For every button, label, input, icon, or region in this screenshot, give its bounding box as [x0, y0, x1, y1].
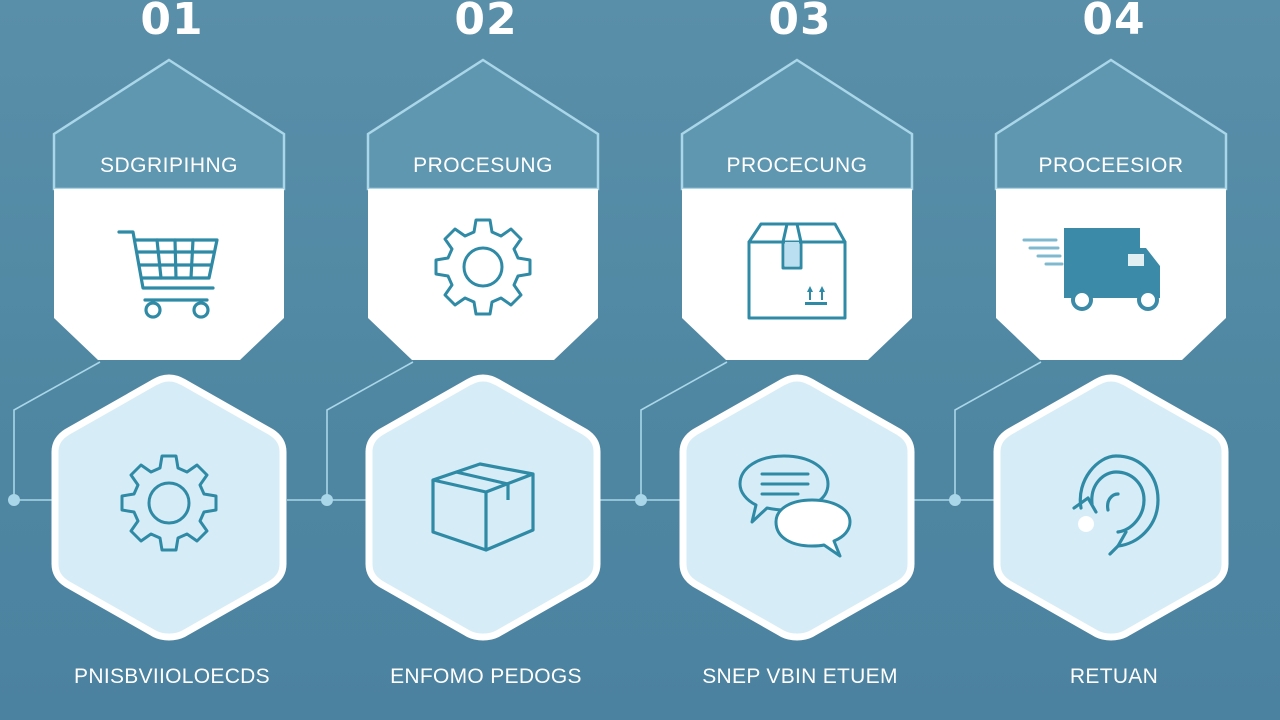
step-hexagon: [991, 370, 1231, 646]
timeline-dot: [949, 494, 961, 506]
card-shape: [680, 58, 914, 360]
card-title: PROCEESIOR: [1038, 154, 1184, 177]
chat-bubbles-icon: [738, 454, 852, 558]
gear-icon: [120, 454, 218, 552]
step-2: 02 PROCESUNG ENFOMO PEDOGS: [363, 0, 606, 720]
step-hexagon: [677, 370, 917, 646]
step-4: 04 PROCEESIOR: [991, 0, 1234, 720]
timeline-dot: [635, 494, 647, 506]
hexagon-shape: [365, 374, 601, 641]
card-shape: [52, 58, 286, 360]
step-number: 02: [454, 0, 518, 45]
refresh-icon: [1072, 454, 1160, 556]
timeline-dot: [8, 494, 20, 506]
step-1: 01 SDGRIPIHNG: [49, 0, 292, 720]
step-3: 03 PROCECUNG: [677, 0, 920, 720]
gear-icon: [434, 218, 532, 316]
card-title: SDGRIPIHNG: [99, 154, 238, 177]
step-card: SDGRIPIHNG: [52, 58, 286, 362]
step-hexagon: [49, 370, 289, 646]
hexagon-shape: [993, 374, 1229, 641]
step-caption: PNISBVIIOLOECDS: [74, 665, 270, 688]
step-number: 04: [1082, 0, 1146, 45]
shopping-cart-icon: [117, 230, 219, 319]
box-icon: [431, 462, 535, 552]
delivery-truck-icon: [1022, 228, 1160, 311]
card-title: PROCESUNG: [413, 154, 553, 177]
step-card: PROCESUNG: [366, 58, 600, 362]
card-title: PROCECUNG: [726, 154, 868, 177]
step-card: PROCECUNG: [680, 58, 914, 362]
hexagon-shape: [51, 374, 287, 641]
card-shape: [366, 58, 600, 360]
step-caption: RETUAN: [1069, 665, 1159, 688]
step-number: 03: [768, 0, 832, 45]
step-number: 01: [140, 0, 204, 45]
timeline-dot: [321, 494, 333, 506]
step-caption: SNEP VBIN ETUEM: [702, 665, 898, 688]
step-card: PROCEESIOR: [994, 58, 1228, 362]
package-icon: [747, 222, 847, 320]
step-caption: ENFOMO PEDOGS: [390, 665, 582, 688]
step-hexagon: [363, 370, 603, 646]
